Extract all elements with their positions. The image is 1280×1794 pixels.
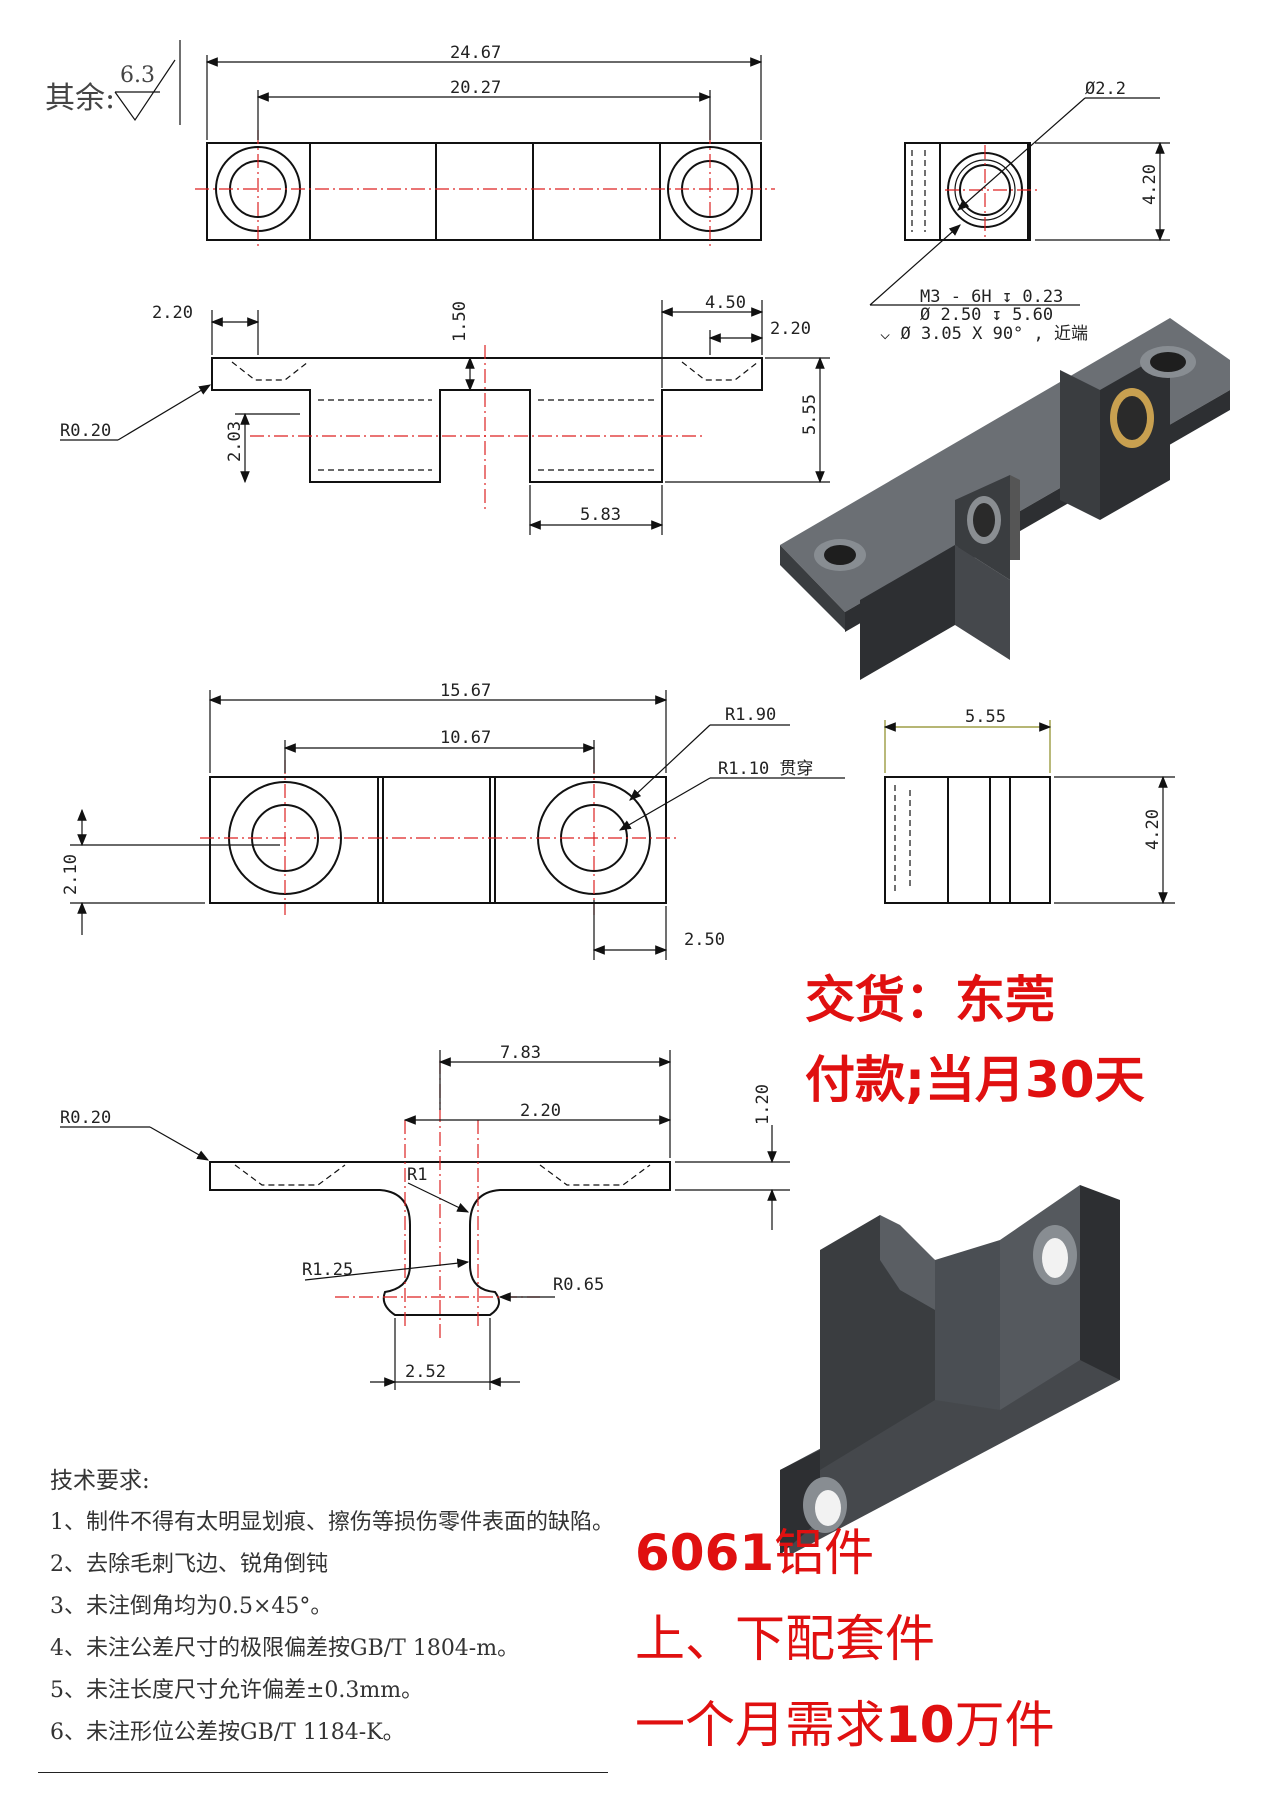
demand-text-a: 一个月需求 xyxy=(635,1696,885,1754)
dim-dia-2-2: Ø2.2 xyxy=(1085,79,1126,99)
order-info: 6061铝件 上、下配套件 一个月需求10万件 xyxy=(635,1510,1055,1768)
material-line: 6061铝件 xyxy=(635,1510,1055,1596)
view-side-small: 4.20 Ø2.2 M3 - 6H ↧ 0.23 Ø 2.50 ↧ 5.60 ⌵… xyxy=(869,79,1170,344)
requirement-item: 3、未注倒角均为0.5×45°。 xyxy=(50,1594,333,1619)
demand-line: 一个月需求10万件 xyxy=(635,1682,1055,1768)
view-bottom: 15.67 10.67 R1.90 R1.10 贯穿 2.10 2.50 xyxy=(61,681,845,960)
view-section: 7.83 2.20 1.20 R0.20 R1 R1.25 R0.65 2.52 xyxy=(60,1043,790,1390)
dim-2-10: 2.10 xyxy=(61,854,81,895)
roughness-value: 6.3 xyxy=(120,63,155,88)
dim-24-67: 24.67 xyxy=(450,43,501,63)
delivery-location: 交货：东莞 xyxy=(805,971,1055,1029)
material-text: 铝件 xyxy=(774,1524,875,1582)
view-top: 24.67 20.27 xyxy=(195,43,775,250)
view-side: 5.55 4.20 xyxy=(883,707,1175,905)
dim-r1-90: R1.90 xyxy=(725,705,776,725)
dim-5-55-b: 5.55 xyxy=(965,707,1006,727)
roughness-symbol: 其余: 6.3 xyxy=(45,40,181,125)
delivery-terms: 交货：东莞 付款;当月30天 xyxy=(805,960,1145,1120)
dim-r0-20-a: R0.20 xyxy=(60,421,111,441)
dim-r0-20-b: R0.20 xyxy=(60,1108,111,1128)
dim-r0-65: R0.65 xyxy=(553,1275,604,1295)
requirement-item: 1、制件不得有太明显划痕、擦伤等损伤零件表面的缺陷。 xyxy=(50,1510,614,1535)
demand-number: 10 xyxy=(885,1696,955,1754)
dim-2-03: 2.03 xyxy=(225,421,245,462)
material-number: 6061 xyxy=(635,1524,775,1582)
dim-r1: R1 xyxy=(407,1165,427,1185)
dim-2-20-left: 2.20 xyxy=(152,303,193,323)
dim-2-50: 2.50 xyxy=(684,930,725,950)
dim-4-50: 4.50 xyxy=(705,293,746,313)
thread-note-3: ⌵ Ø 3.05 X 90° , 近端 xyxy=(880,324,1088,344)
dim-7-83: 7.83 xyxy=(500,1043,541,1063)
dim-4-20-b: 4.20 xyxy=(1143,809,1163,850)
dim-1-20: 1.20 xyxy=(753,1084,773,1125)
dim-5-55: 5.55 xyxy=(800,394,820,435)
requirement-item: 2、去除毛刺飞边、锐角倒钝 xyxy=(50,1552,328,1577)
view-front: 2.20 1.50 4.50 2.20 5.55 2.03 5.83 R0.20 xyxy=(60,293,830,535)
roughness-label: 其余: xyxy=(45,81,115,116)
divider xyxy=(38,1772,608,1773)
dim-5-83: 5.83 xyxy=(580,505,621,525)
part-render-1 xyxy=(780,318,1230,680)
dim-r1-25: R1.25 xyxy=(302,1260,353,1280)
technical-requirements: 技术要求: 1、制件不得有太明显划痕、擦伤等损伤零件表面的缺陷。 2、去除毛刺飞… xyxy=(50,1460,614,1754)
payment-terms: 付款;当月30天 xyxy=(805,1051,1145,1109)
requirement-item: 4、未注公差尺寸的极限偏差按GB/T 1804-m。 xyxy=(50,1636,520,1661)
dim-2-52: 2.52 xyxy=(405,1362,446,1382)
dim-2-20-right: 2.20 xyxy=(770,319,811,339)
dim-15-67: 15.67 xyxy=(440,681,491,701)
dim-10-67: 10.67 xyxy=(440,728,491,748)
requirements-title: 技术要求: xyxy=(50,1468,150,1494)
thread-note-2: Ø 2.50 ↧ 5.60 xyxy=(920,305,1053,325)
demand-text-b: 万件 xyxy=(954,1696,1055,1754)
kit-line: 上、下配套件 xyxy=(635,1610,935,1668)
part-render-2 xyxy=(780,1185,1120,1555)
thread-note-1: M3 - 6H ↧ 0.23 xyxy=(920,287,1063,307)
dim-2-20-c: 2.20 xyxy=(520,1101,561,1121)
dim-4-20-a: 4.20 xyxy=(1140,164,1160,205)
dim-20-27: 20.27 xyxy=(450,78,501,98)
requirement-item: 6、未注形位公差按GB/T 1184-K。 xyxy=(50,1720,405,1745)
requirement-item: 5、未注长度尺寸允许偏差±0.3mm。 xyxy=(50,1678,424,1703)
dim-r1-10: R1.10 贯穿 xyxy=(718,759,813,779)
dim-1-50: 1.50 xyxy=(450,301,470,342)
